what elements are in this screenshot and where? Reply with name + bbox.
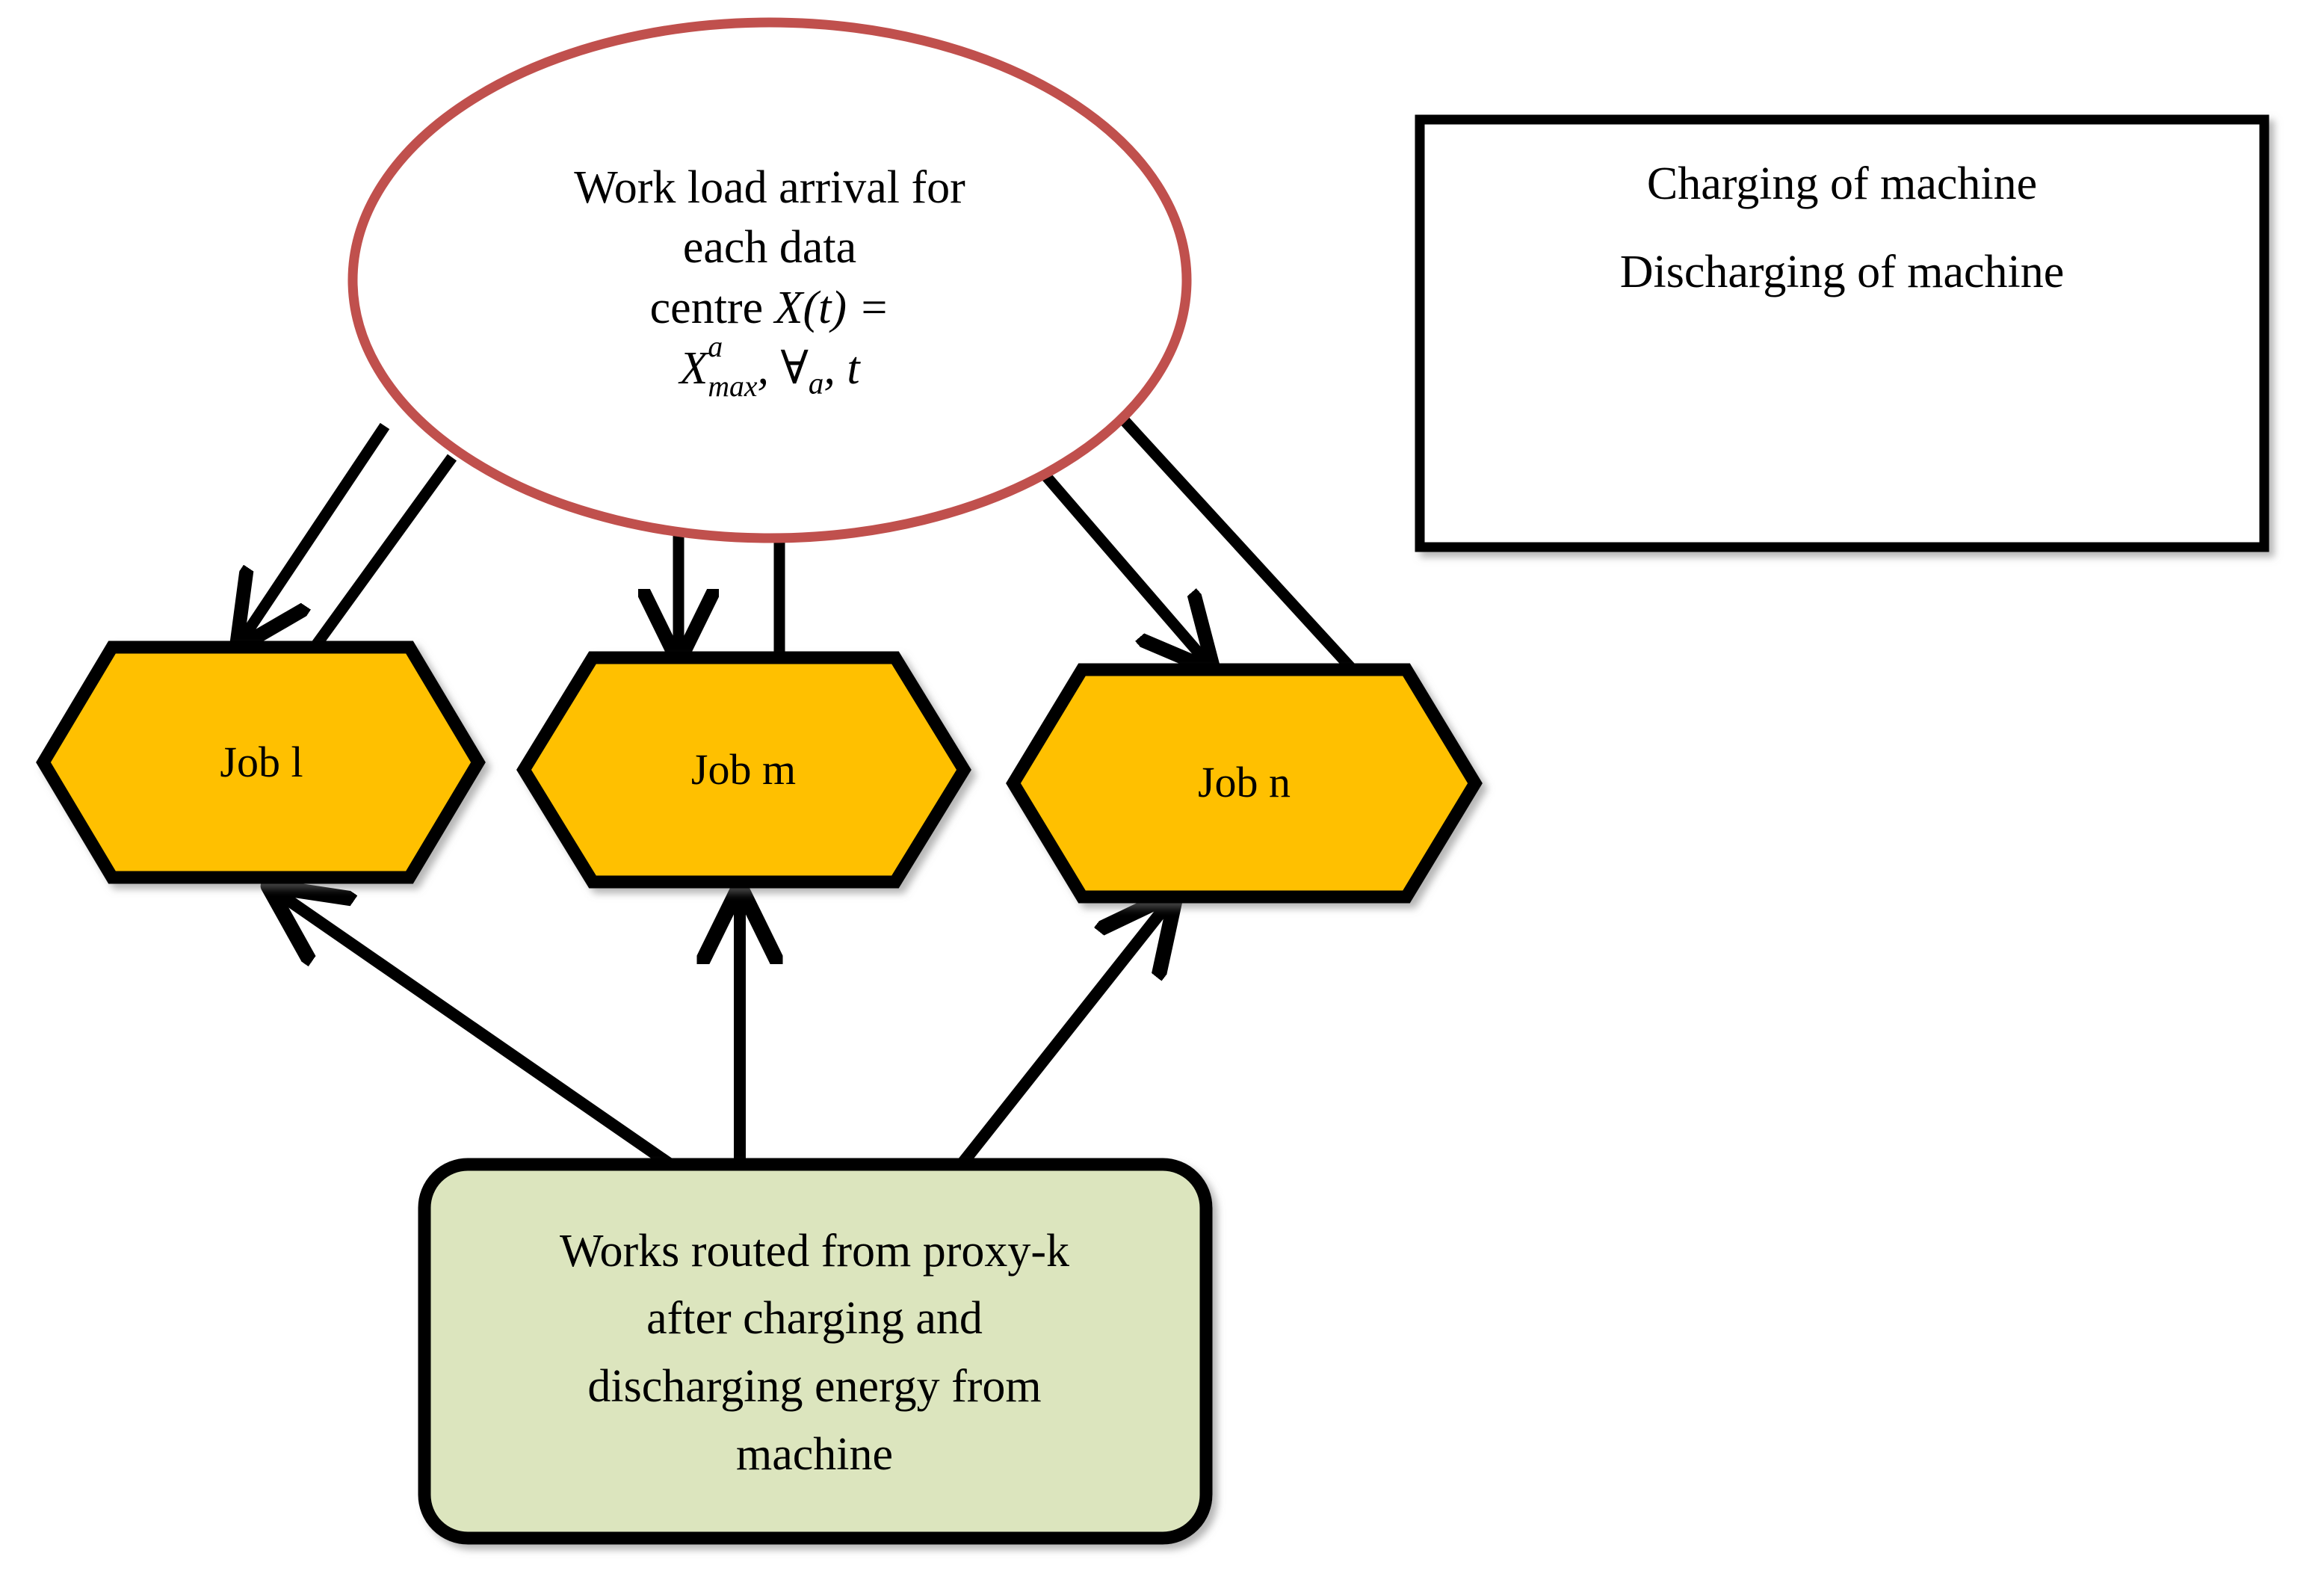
edge-proxy-to-job-l (273, 889, 676, 1171)
legend-box[interactable] (1415, 114, 2269, 552)
edge-source-to-job-n-charging (1036, 466, 1211, 667)
edge-group-source-to-job-l (239, 422, 457, 654)
edge-source-to-job-l-charging (239, 422, 390, 644)
edge-group-proxy-to-jobs (273, 889, 1173, 1171)
edge-group-source-to-job-m (679, 523, 785, 659)
job-l-hexagon[interactable] (36, 641, 486, 884)
edge-source-to-job-n-discharging (1103, 398, 1359, 676)
edge-proxy-to-job-n (955, 897, 1173, 1170)
job-n-hexagon[interactable] (1006, 663, 1483, 904)
edge-source-to-job-l-discharging (307, 454, 457, 654)
proxy-rounded-box[interactable] (418, 1158, 1213, 1545)
edge-group-source-to-job-n (1036, 398, 1359, 676)
source-ellipse[interactable] (347, 17, 1192, 543)
job-m-hexagon[interactable] (516, 651, 971, 889)
